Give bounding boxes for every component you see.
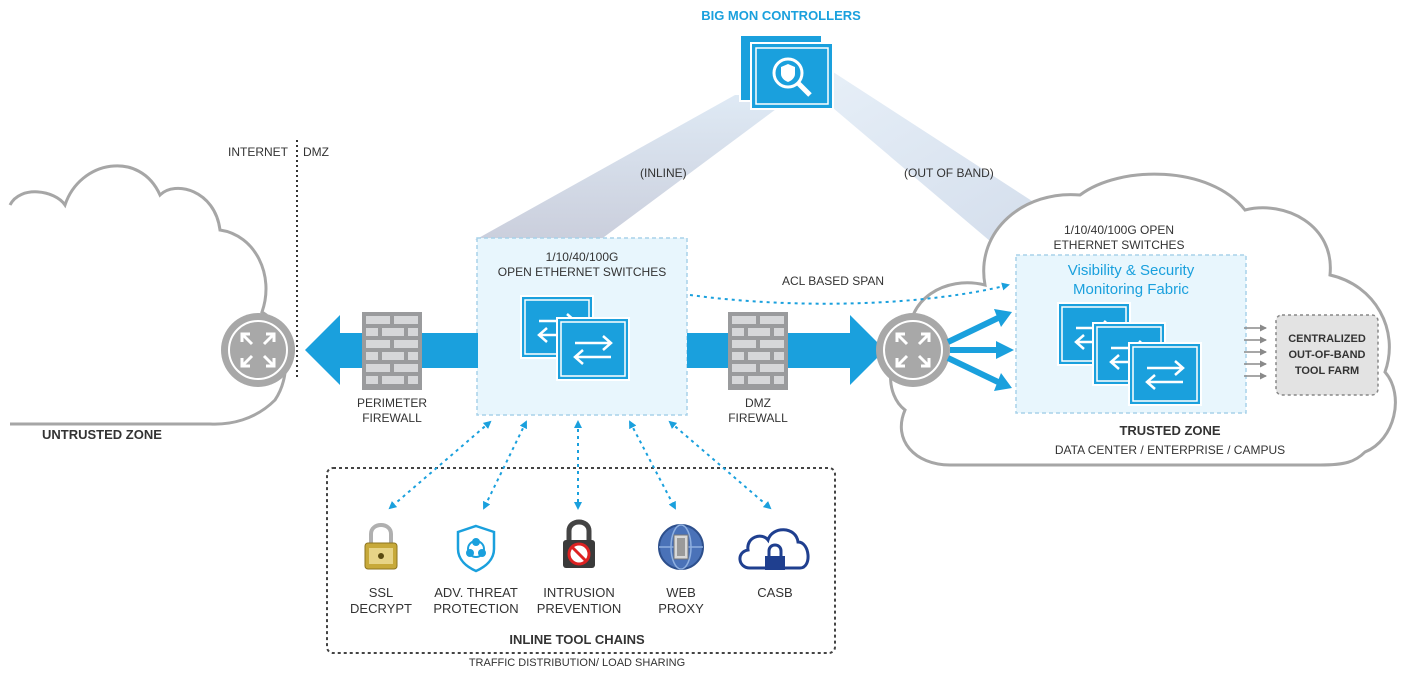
- out-of-band-link-label: (OUT OF BAND): [904, 166, 994, 180]
- perimeter-firewall-label: PERIMETER FIREWALL: [342, 396, 442, 426]
- tool-label-intrusion: INTRUSION PREVENTION: [528, 585, 630, 617]
- tool-label-line1: WEB: [666, 585, 696, 600]
- controller-icon: [739, 34, 834, 110]
- traffic-arrows: [305, 315, 885, 385]
- inline-switch-label: 1/10/40/100G OPEN ETHERNET SWITCHES: [477, 250, 687, 280]
- tool-label-line1: INTRUSION: [543, 585, 615, 600]
- tool-label-line1: CASB: [757, 585, 793, 600]
- tool-label-casb: CASB: [735, 585, 815, 601]
- inline-control-beam: [475, 95, 795, 240]
- fabric-switch-type: ETHERNET SWITCHES: [1053, 238, 1185, 252]
- inline-switch-type: OPEN ETHERNET SWITCHES: [497, 265, 667, 279]
- trusted-zone-label: TRUSTED ZONE: [1119, 423, 1221, 438]
- dmz-label: DMZ: [303, 145, 329, 159]
- dmz-firewall-label: DMZ FIREWALL: [708, 396, 808, 426]
- cloud-lock-icon: [738, 528, 810, 570]
- tool-label-ssl: SSL DECRYPT: [336, 585, 426, 617]
- fabric-switch-speed: 1/10/40/100G OPEN: [1063, 223, 1175, 237]
- toolchain-title: INLINE TOOL CHAINS: [509, 632, 645, 647]
- dmz-firewall-line2: FIREWALL: [728, 411, 788, 425]
- tool-label-threat: ADV. THREAT PROTECTION: [421, 585, 531, 617]
- biohazard-shield-icon: [456, 524, 496, 573]
- fabric-switch-label: 1/10/40/100G OPEN ETHERNET SWITCHES: [1030, 223, 1208, 253]
- dmz-firewall-icon: [728, 312, 788, 390]
- trusted-router-icon: [874, 311, 952, 389]
- perimeter-firewall-line2: FIREWALL: [362, 411, 422, 425]
- perimeter-firewall-icon: [362, 312, 422, 390]
- tool-chain-links: [388, 420, 772, 510]
- fabric-title-line2: Monitoring Fabric: [1073, 281, 1189, 298]
- toolchain-subtitle: TRAFFIC DISTRIBUTION/ LOAD SHARING: [468, 657, 686, 669]
- tool-label-line2: PREVENTION: [536, 601, 622, 616]
- inline-switch-icon: [555, 316, 631, 382]
- globe-door-icon: [658, 524, 704, 570]
- untrusted-zone-label: UNTRUSTED ZONE: [42, 427, 162, 442]
- trusted-zone-subtitle: DATA CENTER / ENTERPRISE / CAMPUS: [1054, 443, 1286, 457]
- controllers-title: BIG MON CONTROLLERS: [701, 8, 861, 23]
- untrusted-router-icon: [219, 311, 297, 389]
- inline-link-label: (INLINE): [640, 166, 687, 180]
- inline-switch-speed: 1/10/40/100G: [545, 250, 619, 264]
- dmz-firewall-line1: DMZ: [745, 396, 771, 410]
- acl-span-arrow: [689, 282, 1010, 305]
- tool-label-line2: DECRYPT: [350, 601, 412, 616]
- tool-label-line2: PROXY: [658, 601, 704, 616]
- fabric-title-line1: Visibility & Security: [1067, 262, 1195, 279]
- fabric-switch-icon: [1127, 341, 1203, 407]
- internet-label: INTERNET: [228, 145, 288, 159]
- padlock-icon: [364, 523, 398, 570]
- tool-label-proxy: WEB PROXY: [641, 585, 721, 617]
- tool-label-line1: ADV. THREAT: [434, 585, 518, 600]
- untrusted-zone-cloud: [8, 164, 288, 426]
- acl-span-label: ACL BASED SPAN: [782, 274, 885, 288]
- tool-farm-line1: CENTRALIZED: [1288, 333, 1366, 345]
- tool-farm-arrows: [1244, 324, 1267, 380]
- blocked-lock-icon: [563, 519, 595, 568]
- tool-label-line2: PROTECTION: [433, 601, 519, 616]
- router-fanout-arrows: [946, 309, 1014, 391]
- tool-label-line1: SSL: [368, 585, 394, 600]
- tool-farm-box: [1275, 314, 1379, 396]
- tool-farm-label: CENTRALIZED OUT-OF-BAND TOOL FARM: [1276, 331, 1378, 379]
- fabric-title: Visibility & Security Monitoring Fabric: [1016, 261, 1246, 299]
- perimeter-firewall-line1: PERIMETER: [356, 396, 427, 410]
- tool-farm-line2: OUT-OF-BAND: [1288, 349, 1366, 361]
- tool-farm-line3: TOOL FARM: [1294, 365, 1360, 377]
